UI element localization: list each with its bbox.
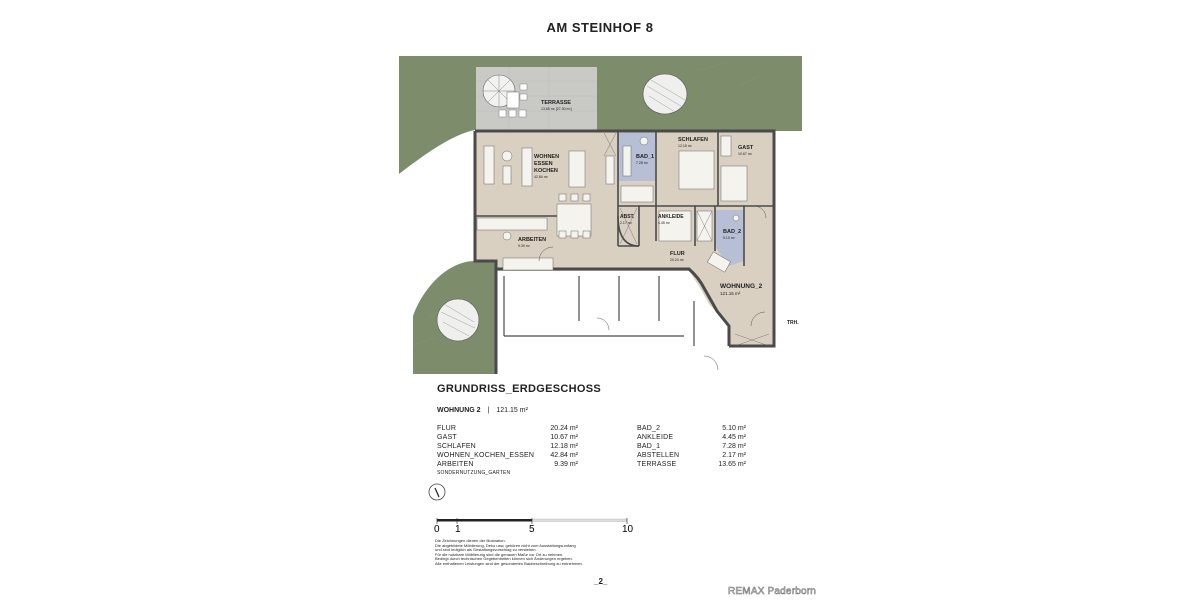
- disclaimer-line: Die abgebildete Möblierung, Deko usw. ge…: [435, 542, 576, 548]
- page-title: AM STEINHOF 8: [546, 20, 654, 35]
- room-label-bad2: BAD_2: [723, 229, 741, 235]
- disclaimer-line: Bedingt durch technischen Gegebenheiten …: [435, 556, 573, 561]
- unit-area: 121.15 m²: [496, 407, 528, 414]
- room-label-terrasse: TERRASSE: [541, 100, 571, 106]
- room-label-kochen: KOCHEN: [534, 168, 558, 174]
- room-area-arbeiten: 9.39 m²: [518, 244, 531, 248]
- area-name: FLUR: [437, 425, 457, 432]
- bath-2: [715, 210, 744, 266]
- area-name: GAST: [437, 434, 457, 441]
- room-label-essen: ESSEN: [534, 161, 553, 167]
- desk: [476, 217, 548, 231]
- area-name: ANKLEIDE: [637, 434, 674, 441]
- page-number: _2_: [594, 577, 608, 586]
- area-value: 7.28 m²: [722, 443, 746, 450]
- disclaimer-line: Für die nutzbare Möblierung sind die gen…: [435, 551, 564, 557]
- room-label-ankleide: ANKLEIDE: [658, 214, 684, 220]
- section-title: GRUNDRISS_ERDGESCHOSS: [437, 383, 601, 395]
- scale-label: 0: [434, 524, 440, 535]
- area-value: 12.18 m²: [550, 443, 578, 450]
- guest-bed: [720, 165, 748, 202]
- room-area-wohnen: 42.84 m²: [534, 175, 549, 179]
- room-label-wohnen: WOHNEN: [534, 154, 559, 160]
- area-value: 10.67 m²: [550, 434, 578, 441]
- room-area-flur: 20.24 m²: [670, 258, 685, 262]
- unit-label: WOHNUNG 2: [437, 407, 481, 414]
- table: [502, 165, 512, 185]
- room-area-schlafen: 12.18 m²: [678, 144, 693, 148]
- dining-table: [556, 203, 592, 237]
- area-value: 13.65 m²: [718, 461, 746, 468]
- area-value: 5.10 m²: [722, 425, 746, 432]
- scale-bar: 0 1 5 10: [434, 518, 634, 535]
- north-arrow-icon: [428, 483, 446, 501]
- area-value: 42.84 m²: [550, 452, 578, 459]
- area-name: SCHLAFEN: [437, 443, 476, 450]
- tree-icon: [436, 298, 480, 342]
- room-area-ankleide: 4.45 m²: [658, 221, 671, 225]
- scale-label: 5: [529, 524, 535, 535]
- area-name: BAD_2: [637, 425, 661, 432]
- room-label-bad1: BAD_1: [636, 154, 654, 160]
- unit-area: 121.15 m²: [720, 291, 741, 296]
- disclaimer-line: und sind lediglich als Gestaltungsvorsch…: [435, 547, 537, 552]
- unit-label: WOHNUNG_2: [720, 283, 763, 290]
- room-label-abst: ABST.: [620, 214, 635, 220]
- area-name: TERRASSE: [637, 461, 677, 468]
- area-value: 4.45 m²: [722, 434, 746, 441]
- kitchen-island: [568, 150, 586, 188]
- area-name: ARBEITEN: [437, 461, 474, 468]
- scale-label: 10: [622, 524, 634, 535]
- room-label-arbeiten: ARBEITEN: [518, 237, 546, 243]
- area-value: 9.39 m²: [554, 461, 578, 468]
- area-value: 2.17 m²: [722, 452, 746, 459]
- room-area-terrasse: 13.65 m² [27.30 m²]: [541, 107, 572, 111]
- area-name: WOHNEN_KOCHEN_ESSEN: [437, 452, 535, 459]
- watermark: REMAX Paderborn: [728, 586, 817, 598]
- room-label-gast: GAST: [738, 145, 754, 151]
- room-label-flur: FLUR: [670, 251, 685, 257]
- unit-summary: WOHNUNG 2 | 121.15 m²: [437, 407, 528, 414]
- disclaimer-line: Alle enthaltenen Leistungen sind der ges…: [435, 560, 583, 566]
- tv-unit: [521, 147, 533, 187]
- garden-note: SONDERNUTZUNG_GARTEN: [437, 470, 511, 476]
- bed: [678, 150, 715, 190]
- area-name: ABSTELLEN: [637, 452, 680, 459]
- room-label-schlafen: SCHLAFEN: [678, 137, 708, 143]
- disclaimer-line: Die Zeichnungen dienen der Illustration.: [435, 538, 506, 543]
- disclaimer: Die Zeichnungen dienen der Illustration.…: [435, 538, 615, 566]
- scale-label: 1: [455, 524, 461, 535]
- tree-icon: [642, 73, 688, 115]
- room-area-abst: 2.17 m²: [620, 221, 633, 225]
- sofa: [483, 145, 495, 185]
- room-label-trh: TRH.: [787, 320, 799, 326]
- room-area-bad2: 5.10 m²: [723, 236, 736, 240]
- separator: |: [487, 407, 490, 414]
- area-name: BAD_1: [637, 443, 661, 450]
- area-value: 20.24 m²: [550, 425, 578, 432]
- floor-plan: TERRASSE 13.65 m² [27.30 m²] WOHNEN ESSE…: [399, 56, 802, 374]
- room-area-gast: 10.67 m²: [738, 152, 753, 156]
- room-area-bad1: 7.28 m²: [636, 161, 649, 165]
